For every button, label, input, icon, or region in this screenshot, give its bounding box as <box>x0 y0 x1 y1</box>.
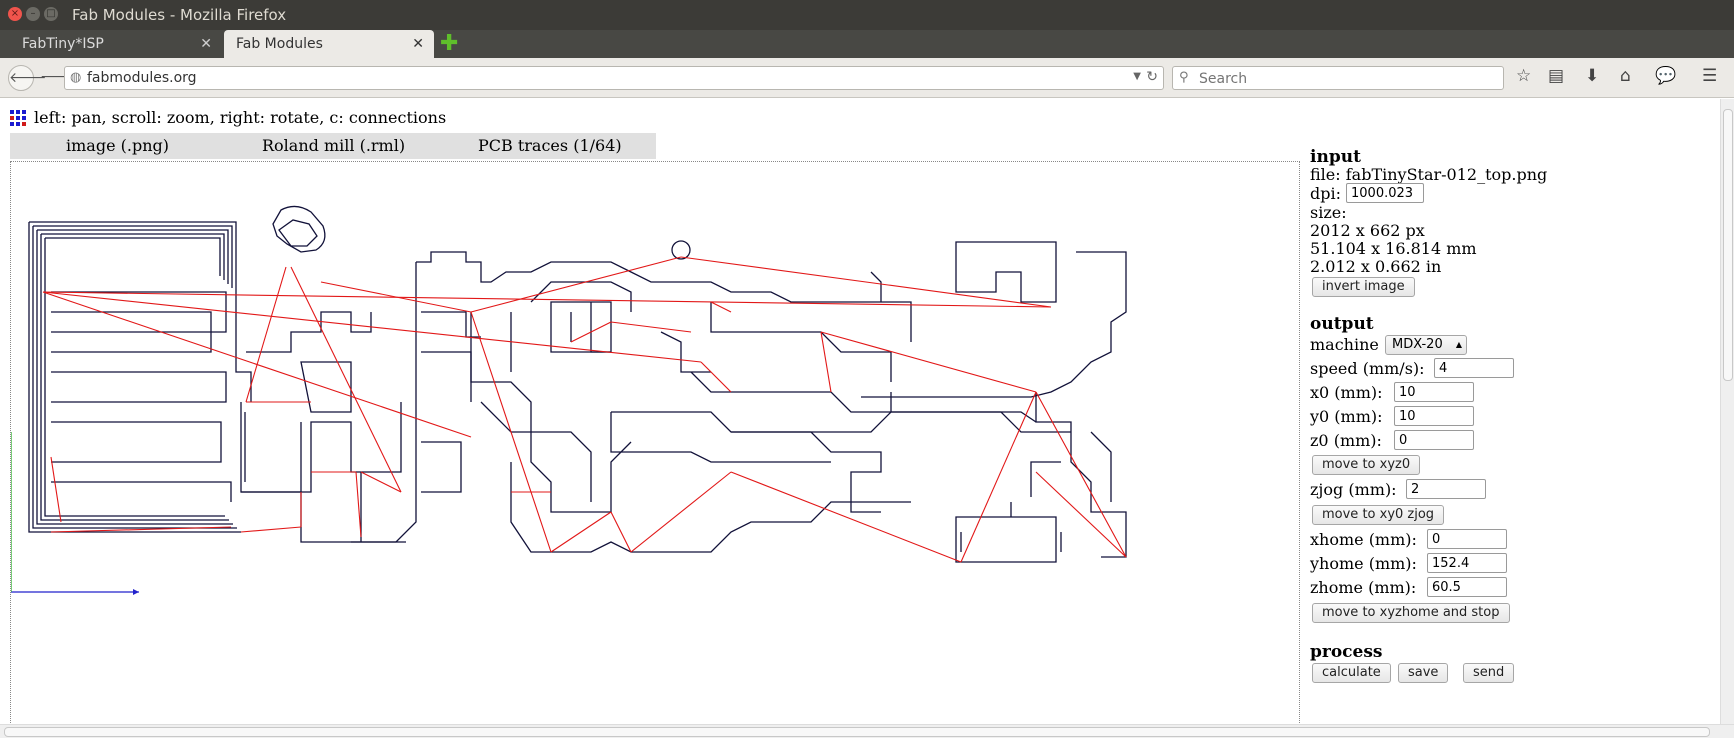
reading-list-icon[interactable]: ▤ <box>1548 66 1565 86</box>
tab-fabtiny-isp[interactable]: FabTiny*ISP ✕ <box>10 30 222 58</box>
y0-label: y0 (mm): <box>1310 407 1383 426</box>
machine-value: MDX-20 <box>1392 337 1443 352</box>
reload-icon[interactable]: ↻ <box>1146 69 1158 85</box>
fab-modules-logo-icon <box>10 110 28 128</box>
url-text: fabmodules.org <box>87 70 197 86</box>
speed-label: speed (mm/s): <box>1310 359 1425 378</box>
xhome-label: xhome (mm): <box>1310 530 1417 549</box>
tab-strip: FabTiny*ISP ✕ Fab Modules ✕ ✚ <box>0 30 1734 58</box>
dpi-input[interactable] <box>1346 183 1424 203</box>
move-to-xyzhome-button[interactable]: move to xyzhome and stop <box>1312 603 1510 623</box>
tab-label: FabTiny*ISP <box>22 36 104 52</box>
horizontal-scrollbar[interactable] <box>0 724 1734 738</box>
tab-close-icon[interactable]: ✕ <box>412 36 424 52</box>
vertical-scrollbar[interactable] <box>1720 99 1734 725</box>
window-minimize-icon[interactable]: – <box>26 7 40 21</box>
pcb-trace-paths <box>28 205 1127 563</box>
speed-input[interactable] <box>1434 358 1514 378</box>
zjog-label: zjog (mm): <box>1310 480 1397 499</box>
usage-hint: left: pan, scroll: zoom, right: rotate, … <box>34 108 447 127</box>
window-titlebar: × – □ Fab Modules - Mozilla Firefox <box>0 0 1734 30</box>
z0-input[interactable] <box>1394 430 1474 450</box>
yhome-input[interactable] <box>1427 553 1507 573</box>
search-bar: ⚲ <box>1172 66 1504 90</box>
xhome-input[interactable] <box>1427 529 1507 549</box>
window-title: Fab Modules - Mozilla Firefox <box>72 6 287 24</box>
module-tab-roland-mill[interactable]: Roland mill (.rml) <box>262 136 406 155</box>
search-icon: ⚲ <box>1179 70 1189 85</box>
file-label: file: fabTinyStar-012_top.png <box>1310 165 1548 184</box>
yhome-label: yhome (mm): <box>1310 554 1417 573</box>
zjog-input[interactable] <box>1406 479 1486 499</box>
download-icon[interactable]: ⬇ <box>1585 66 1600 86</box>
output-heading: output <box>1310 314 1374 334</box>
zhome-label: zhome (mm): <box>1310 578 1417 597</box>
vertical-scrollbar-thumb[interactable] <box>1723 109 1733 381</box>
zhome-input[interactable] <box>1427 577 1507 597</box>
x0-label: x0 (mm): <box>1310 383 1383 402</box>
module-tab-image[interactable]: image (.png) <box>66 136 169 155</box>
save-button[interactable]: save <box>1398 663 1449 683</box>
input-heading: input <box>1310 147 1361 167</box>
search-input[interactable] <box>1197 69 1491 89</box>
tab-label: Fab Modules <box>236 36 323 52</box>
x0-input[interactable] <box>1394 382 1474 402</box>
z0-label: z0 (mm): <box>1310 431 1382 450</box>
tab-close-icon[interactable]: ✕ <box>200 36 212 52</box>
move-to-xy0-zjog-button[interactable]: move to xy0 zjog <box>1312 505 1445 525</box>
invert-image-button[interactable]: invert image <box>1312 277 1415 297</box>
module-tabs: image (.png) Roland mill (.rml) PCB trac… <box>10 133 656 159</box>
home-icon[interactable]: ⌂ <box>1620 66 1631 86</box>
connection-lines <box>42 256 1127 563</box>
back-icon[interactable]: 🡐 <box>8 65 47 91</box>
size-label: size: <box>1310 203 1347 222</box>
size-mm: 51.104 x 16.814 mm <box>1310 239 1477 258</box>
bookmark-star-icon[interactable]: ☆ <box>1516 66 1532 86</box>
module-tab-pcb-traces[interactable]: PCB traces (1/64) <box>478 136 622 155</box>
calculate-button[interactable]: calculate <box>1312 663 1391 683</box>
y0-input[interactable] <box>1394 406 1474 426</box>
navigation-bar: 🡐 🡒 ◍ fabmodules.org ▼ ↻ ⚲ ☆ ▤ ⬇ ⌂ 💬 ☰ <box>0 58 1734 98</box>
x-axis-arrow <box>133 589 139 595</box>
new-tab-icon[interactable]: ✚ <box>440 31 459 56</box>
move-to-xyz0-button[interactable]: move to xyz0 <box>1312 455 1421 475</box>
chat-icon[interactable]: 💬 <box>1655 66 1677 86</box>
horizontal-scrollbar-thumb[interactable] <box>4 727 1710 737</box>
url-bar[interactable]: ◍ fabmodules.org ▼ ↻ <box>64 66 1164 90</box>
size-px: 2012 x 662 px <box>1310 221 1425 240</box>
window-close-icon[interactable]: × <box>8 7 22 21</box>
toolpath-svg <box>10 205 1127 595</box>
size-in: 2.012 x 0.662 in <box>1310 257 1442 276</box>
select-arrows-icon: ▲ <box>1455 340 1462 349</box>
toolpath-canvas[interactable] <box>10 161 1300 725</box>
machine-select[interactable]: MDX-20 ▲ <box>1385 335 1467 355</box>
globe-icon: ◍ <box>70 70 82 85</box>
send-button[interactable]: send <box>1463 663 1515 683</box>
window-maximize-icon[interactable]: □ <box>44 7 58 21</box>
machine-label: machine <box>1310 335 1379 354</box>
dpi-label: dpi: <box>1310 184 1341 203</box>
page-content: left: pan, scroll: zoom, right: rotate, … <box>0 99 1720 725</box>
menu-icon[interactable]: ☰ <box>1702 66 1718 86</box>
tab-fab-modules[interactable]: Fab Modules ✕ <box>224 30 434 58</box>
process-heading: process <box>1310 642 1383 662</box>
url-dropdown-icon[interactable]: ▼ <box>1133 71 1141 82</box>
